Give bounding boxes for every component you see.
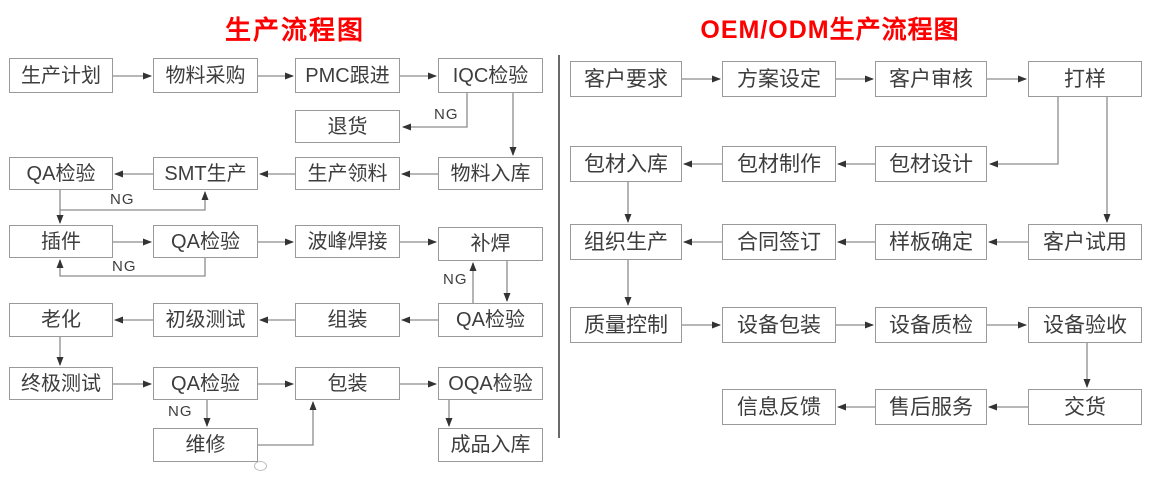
edge-label-ng: NG — [443, 271, 468, 288]
flow-node-R17: 售后服务 — [875, 389, 987, 425]
flow-node-L9: 物料入库 — [438, 157, 543, 190]
flow-node-R15: 设备验收 — [1028, 307, 1142, 343]
flow-node-R14: 设备质检 — [875, 307, 987, 343]
flow-node-L2: 物料采购 — [153, 58, 258, 93]
left-chart-title: 生产流程图 — [224, 15, 365, 45]
flow-node-R3: 客户审核 — [875, 61, 987, 97]
edge-label-ng: NG — [112, 258, 137, 275]
flow-node-R12: 质量控制 — [570, 307, 682, 343]
flow-node-L7: SMT生产 — [153, 157, 258, 190]
flow-node-L12: 波峰焊接 — [295, 225, 400, 258]
chart-divider-line — [558, 55, 560, 438]
flow-node-R9: 合同签订 — [722, 224, 836, 260]
flow-node-R16: 信息反馈 — [722, 389, 836, 425]
flow-node-L11: QA检验 — [153, 225, 258, 258]
flow-node-L3: PMC跟进 — [295, 58, 400, 93]
flow-node-L23: 成品入库 — [438, 428, 543, 462]
flow-node-R11: 客户试用 — [1028, 224, 1142, 260]
flow-node-L17: QA检验 — [438, 303, 543, 337]
flow-node-L19: QA检验 — [153, 367, 258, 400]
flow-node-L16: 组装 — [295, 303, 400, 337]
flow-node-R2: 方案设定 — [722, 61, 836, 97]
edge-label-ng: NG — [110, 191, 135, 208]
flow-node-L20: 包装 — [295, 367, 400, 400]
flow-node-R4: 打样 — [1028, 61, 1142, 97]
flow-node-L13: 补焊 — [438, 227, 543, 261]
flow-node-L18: 终极测试 — [9, 367, 113, 400]
watermark-artifact-circle — [254, 461, 267, 471]
edge-label-ng: NG — [434, 106, 459, 123]
flow-edge-L11-L10 — [56, 258, 206, 277]
flow-node-R18: 交货 — [1028, 389, 1142, 425]
flow-edge-L6-L7 — [60, 191, 209, 211]
flow-edge-L4-L5 — [402, 93, 468, 131]
flow-node-L15: 初级测试 — [153, 303, 258, 337]
flow-node-L22: 维修 — [153, 428, 258, 462]
flow-node-L6: QA检验 — [9, 157, 113, 190]
flow-node-L1: 生产计划 — [9, 58, 113, 93]
flow-node-L14: 老化 — [9, 303, 113, 337]
flow-node-R1: 客户要求 — [570, 61, 682, 97]
flow-node-L21: OQA检验 — [438, 367, 543, 400]
flow-node-R8: 组织生产 — [570, 224, 682, 260]
flow-node-L8: 生产领料 — [295, 157, 400, 190]
flow-node-R7: 包材设计 — [875, 146, 987, 182]
edge-label-ng: NG — [168, 403, 193, 420]
flow-edge-L22-L20 — [258, 401, 317, 446]
right-chart-title: OEM/ODM生产流程图 — [700, 16, 960, 44]
flow-node-R6: 包材制作 — [722, 146, 836, 182]
flow-node-L5: 退货 — [295, 110, 400, 143]
flow-node-L10: 插件 — [9, 225, 113, 258]
flow-node-R10: 样板确定 — [875, 224, 987, 260]
flow-node-R13: 设备包装 — [722, 307, 836, 343]
flow-node-L4: IQC检验 — [438, 58, 543, 93]
flow-node-R5: 包材入库 — [570, 146, 682, 182]
flow-edge-R4-R7 — [989, 97, 1059, 168]
